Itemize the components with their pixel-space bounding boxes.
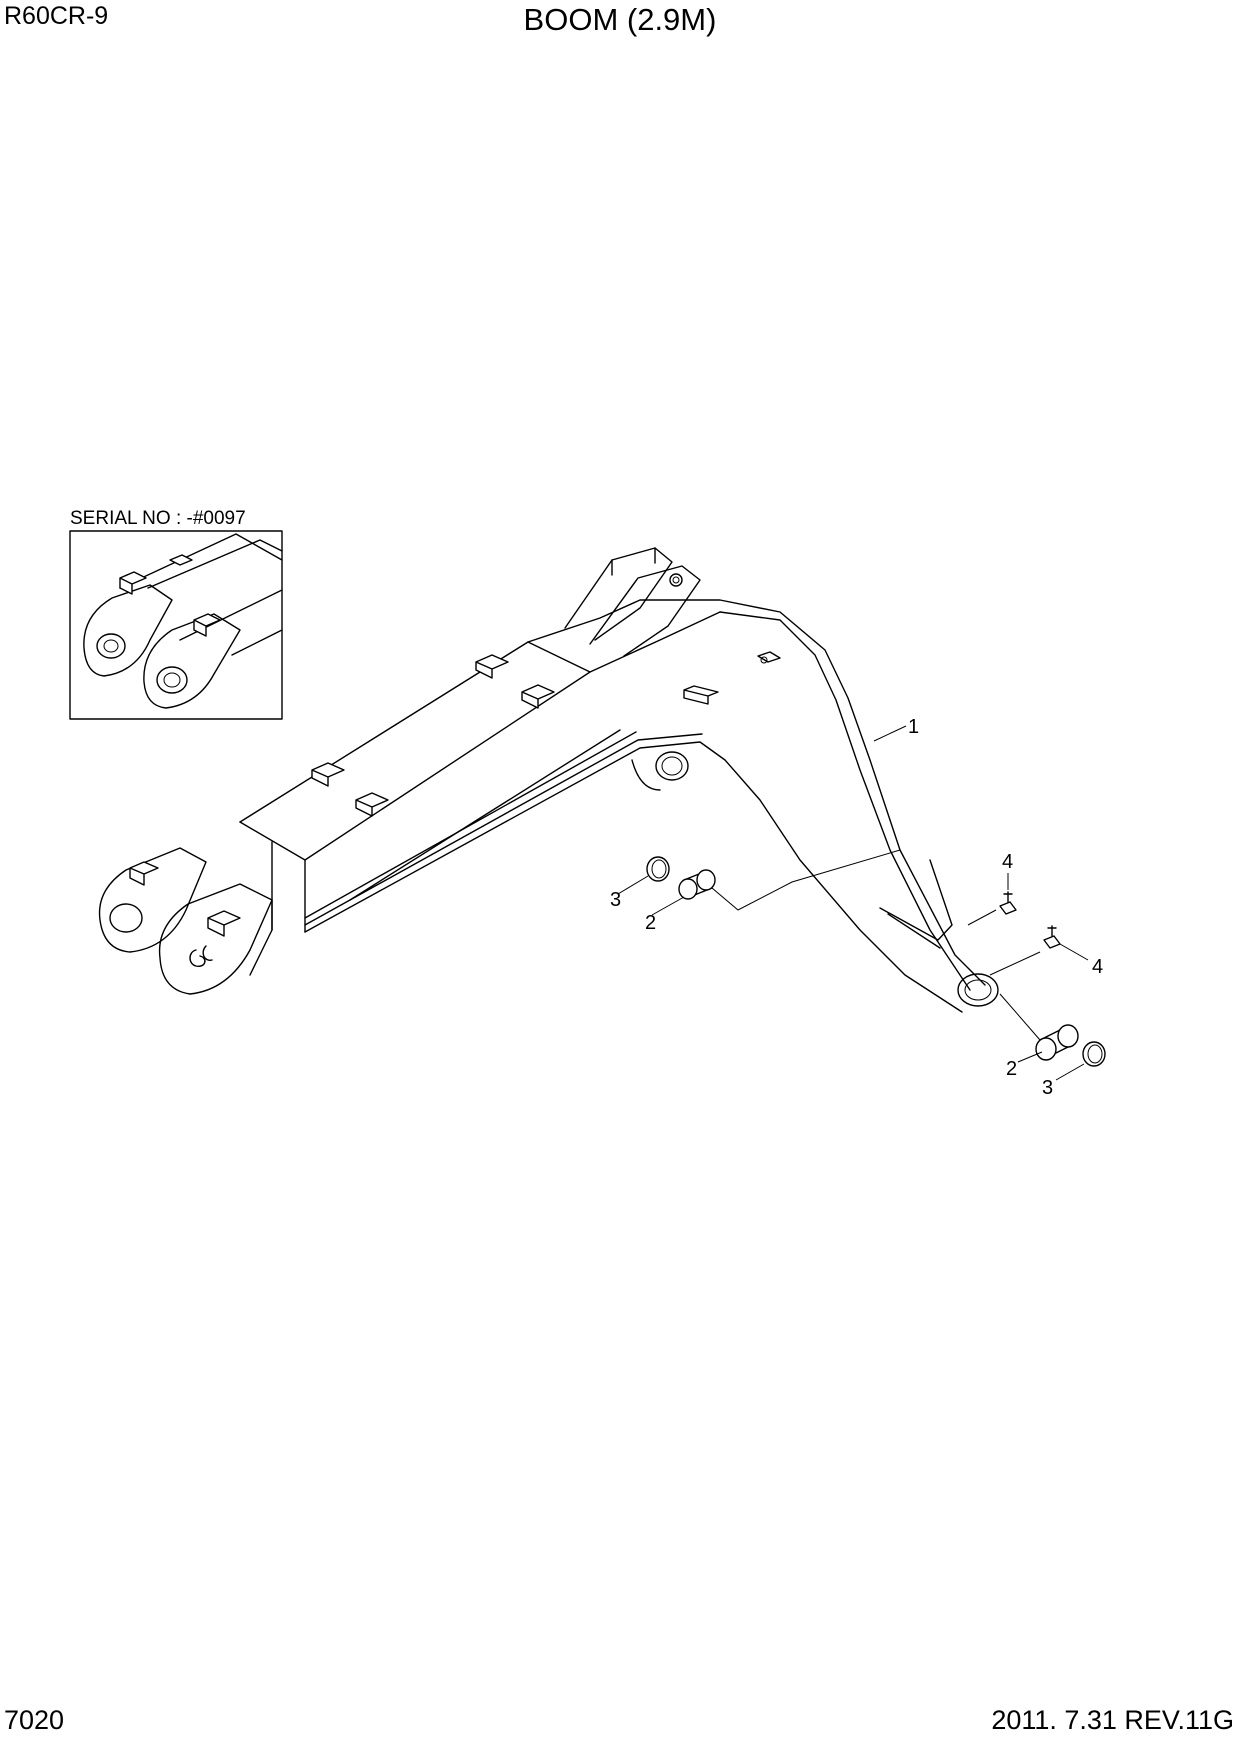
part-bushing-left: [678, 869, 716, 900]
leader-lines: [617, 725, 1089, 1081]
inset-caption: SERIAL NO : -#0097: [70, 508, 246, 529]
boom-assembly: [98, 547, 999, 1013]
model-label: R60CR-9: [4, 2, 109, 30]
part-grease-fitting-top: [999, 891, 1017, 915]
callout-3-ring-left: 3: [610, 889, 621, 911]
callout-4-fitting-top: 4: [1002, 851, 1013, 873]
part-ring-left: [646, 856, 670, 882]
callout-4-fitting-right: 4: [1092, 956, 1103, 978]
part-ring-right: [1082, 1041, 1106, 1067]
page-title: BOOM (2.9M): [523, 2, 717, 37]
callout-2-bushing-left: 2: [645, 912, 656, 934]
part-bushing-right: [1035, 1024, 1079, 1061]
page-number: 7020: [4, 1705, 65, 1735]
callout-1-boom: 1: [908, 716, 919, 738]
revision-date: 2011. 7.31 REV.11G: [991, 1705, 1234, 1735]
inset-detail: [69, 530, 283, 720]
part-grease-fitting-right: [1043, 925, 1061, 949]
callout-2-bushing-right: 2: [1006, 1058, 1017, 1080]
callout-3-ring-right: 3: [1042, 1077, 1053, 1099]
